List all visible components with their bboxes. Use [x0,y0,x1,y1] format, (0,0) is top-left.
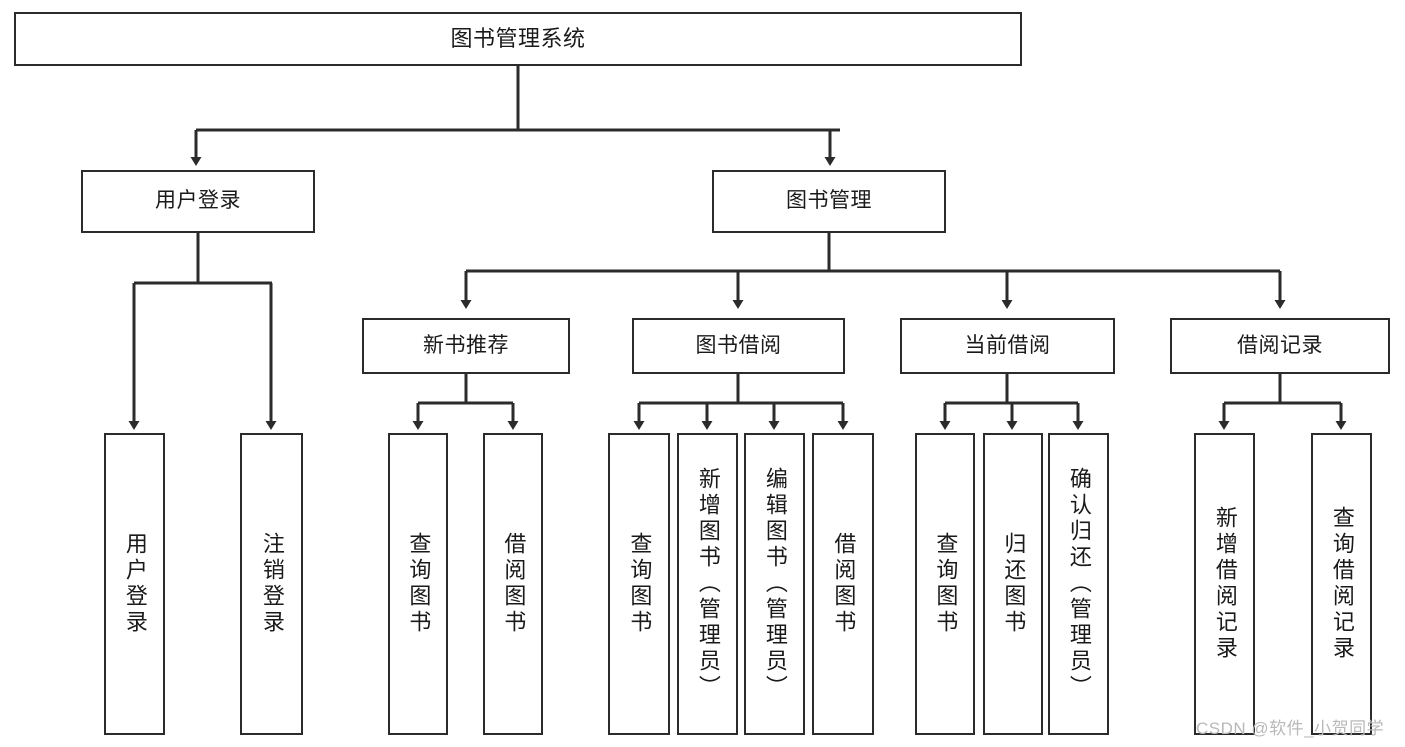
leaf-new-book-query[interactable]: 查询图书 [388,433,448,735]
node-label: 借阅图书 [501,532,527,636]
node-label: 查询借阅记录 [1329,506,1355,662]
node-label: 查询图书 [627,532,653,636]
node-book-borrow[interactable]: 图书借阅 [632,318,845,374]
leaf-current-confirm-return-admin[interactable]: 确认归还（管理员） [1048,433,1109,735]
node-label: 编辑图书（管理员） [762,467,788,701]
node-label: 借阅记录 [1237,333,1323,357]
node-label: 新增图书（管理员） [695,467,721,701]
node-root-system[interactable]: 图书管理系统 [14,12,1022,66]
leaf-record-add-record[interactable]: 新增借阅记录 [1194,433,1255,735]
node-user-login[interactable]: 用户登录 [81,170,315,233]
node-label: 用户登录 [122,532,148,636]
node-label: 确认归还（管理员） [1066,467,1092,701]
leaf-borrow-query-book[interactable]: 查询图书 [608,433,670,735]
leaf-borrow-add-book-admin[interactable]: 新增图书（管理员） [677,433,738,735]
node-label: 借阅图书 [831,532,857,636]
leaf-borrow-edit-book-admin[interactable]: 编辑图书（管理员） [744,433,805,735]
node-label: 当前借阅 [964,333,1051,357]
node-label: 图书管理系统 [450,26,586,52]
node-label: 归还图书 [1001,532,1027,636]
node-label: 注销登录 [259,532,285,636]
node-new-book-recommend[interactable]: 新书推荐 [362,318,570,374]
node-label: 查询图书 [406,532,432,636]
node-label: 用户登录 [155,189,241,213]
node-book-management[interactable]: 图书管理 [712,170,946,233]
node-label: 图书借阅 [695,333,782,357]
leaf-user-login-signout[interactable]: 注销登录 [240,433,303,735]
leaf-new-book-borrow[interactable]: 借阅图书 [483,433,543,735]
node-label: 图书管理 [786,189,872,213]
node-label: 新书推荐 [423,333,509,357]
node-current-borrow[interactable]: 当前借阅 [900,318,1115,374]
node-label: 查询图书 [933,532,959,636]
leaf-record-query-record[interactable]: 查询借阅记录 [1311,433,1372,735]
leaf-user-login-signin[interactable]: 用户登录 [104,433,165,735]
csdn-watermark: CSDN @软件_小贺同学 [1196,719,1385,738]
leaf-borrow-borrow-book[interactable]: 借阅图书 [812,433,874,735]
node-label: 新增借阅记录 [1212,506,1238,662]
node-borrow-record[interactable]: 借阅记录 [1170,318,1390,374]
leaf-current-query-book[interactable]: 查询图书 [915,433,975,735]
leaf-current-return-book[interactable]: 归还图书 [983,433,1043,735]
